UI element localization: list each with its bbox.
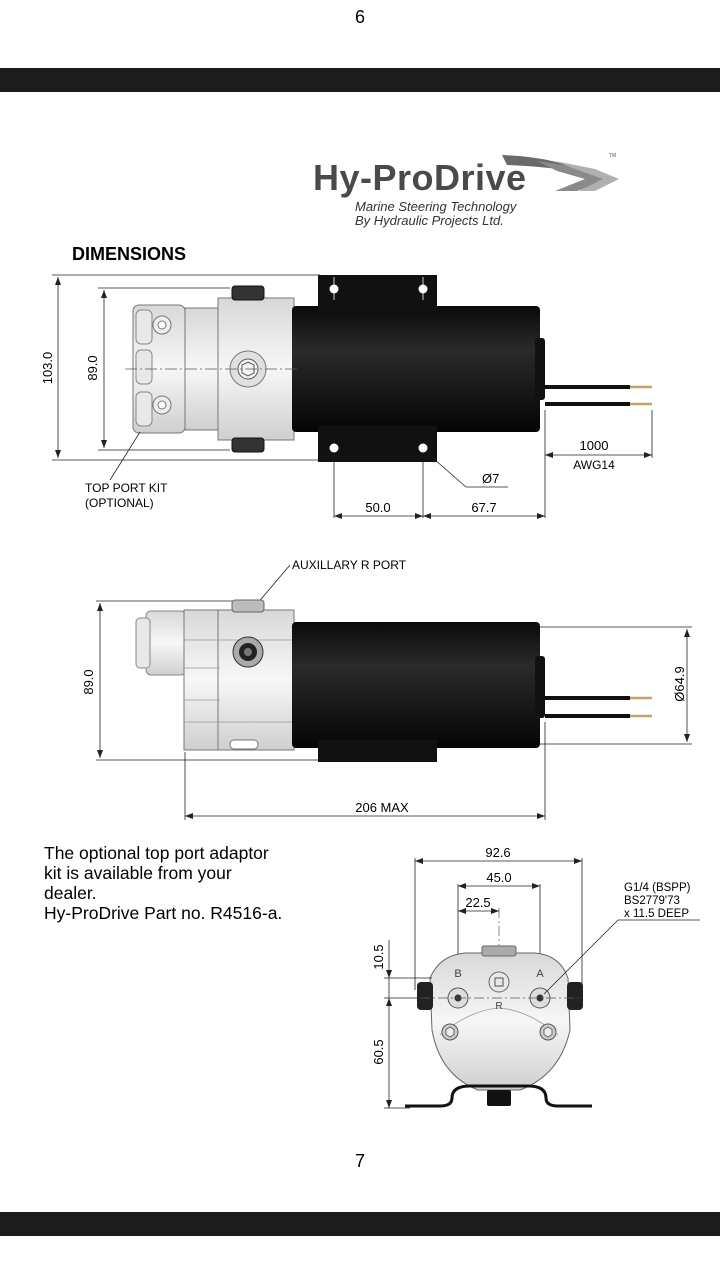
note-line-1: The optional top port adaptor — [44, 843, 269, 863]
port-b-label: B — [454, 968, 461, 980]
page-number-top: 6 — [354, 7, 365, 27]
page-number-bottom: 7 — [354, 1151, 365, 1171]
dim-port-spacing: 45.0 — [486, 870, 511, 885]
dim-hole-spacing: 50.0 — [365, 500, 390, 515]
dim-cable-length: 1000 — [580, 438, 609, 453]
section-heading: DIMENSIONS — [72, 244, 187, 264]
port-note-thread: G1/4 (BSPP) — [624, 882, 691, 894]
dim-top-view-height: 89.0 — [81, 669, 96, 694]
top-view: AUXILLARY R PORT 89.0 — [81, 558, 692, 820]
port-note-depth: x 11.5 DEEP — [624, 908, 689, 920]
port-r-icon — [488, 971, 510, 993]
note-line-2: kit is available from your — [44, 863, 232, 883]
dim-hole-to-end: 67.7 — [471, 500, 496, 515]
port-r-label: R — [495, 1001, 502, 1012]
dim-overall-length: 206 MAX — [355, 800, 409, 815]
label-optional: (OPTIONAL) — [85, 496, 154, 510]
cable-leads-top — [545, 696, 652, 718]
side-view: 103.0 89.0 — [40, 274, 653, 519]
logo-swoosh-icon: TM — [502, 153, 619, 191]
dim-end-top: 10.5 — [371, 944, 386, 969]
page-divider-band-bottom — [0, 1212, 720, 1236]
dim-overall-height: 103.0 — [40, 352, 55, 385]
port-note-standard: BS2779'73 — [624, 895, 680, 907]
logo-brand-text: Hy-ProDrive — [313, 157, 527, 198]
bolt-icon — [441, 1023, 557, 1041]
dim-block-height: 89.0 — [85, 355, 100, 380]
label-top-port-kit: TOP PORT KIT — [85, 481, 168, 495]
port-fitting-icon — [135, 309, 172, 427]
port-a-label: A — [536, 968, 544, 980]
port-kit-note: The optional top port adaptor kit is ava… — [44, 843, 334, 923]
dim-motor-diameter: Ø64.9 — [672, 666, 687, 701]
note-line-4: Hy-ProDrive Part no. R4516-a. — [44, 903, 283, 923]
brand-logo: Hy-ProDrive TM Marine Steering Technolog… — [305, 145, 625, 235]
dim-end-width: 92.6 — [485, 845, 510, 860]
cable-gauge: AWG14 — [573, 458, 615, 472]
note-line-3: dealer. — [44, 883, 97, 903]
dim-half-spacing: 22.5 — [465, 895, 490, 910]
end-view: 92.6 45.0 22.5 B A R — [371, 845, 700, 1109]
page-divider-band-top — [0, 68, 720, 92]
logo-tm: TM — [609, 153, 616, 159]
dim-end-bottom: 60.5 — [371, 1039, 386, 1064]
cable-leads — [545, 385, 652, 406]
logo-tagline-1: Marine Steering Technology — [355, 199, 517, 214]
logo-tagline-2: By Hydraulic Projects Ltd. — [355, 213, 504, 228]
hole-diameter: Ø7 — [482, 471, 499, 486]
label-auxillary-port: AUXILLARY R PORT — [292, 558, 407, 572]
